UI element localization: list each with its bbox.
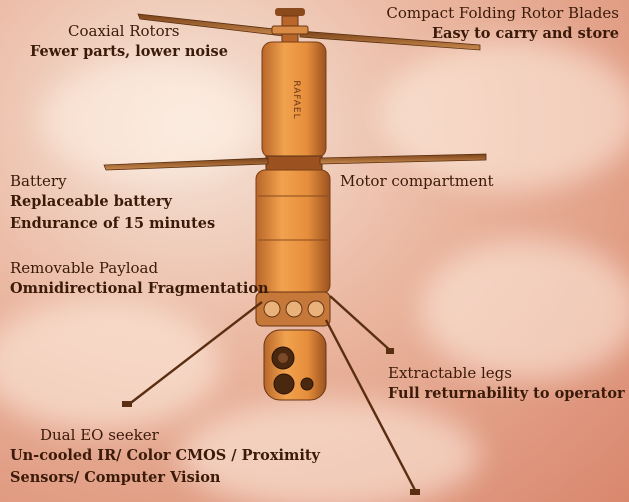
label-eo-seeker: Dual EO seeker Un-cooled IR/ Color CMOS … (10, 426, 320, 489)
cloud (380, 40, 629, 190)
cloud (180, 400, 480, 502)
label-extractable-legs: Extractable legs Full returnability to o… (388, 364, 625, 405)
cloud (0, 300, 220, 430)
middle-rotor-blade (103, 157, 269, 171)
label-title: Battery (10, 172, 67, 190)
label-detail: Fewer parts, lower noise (30, 43, 228, 60)
label-coaxial-rotors: Coaxial Rotors Fewer parts, lower noise (30, 22, 228, 63)
label-payload: Removable Payload Omnidirectional Fragme… (10, 259, 269, 300)
label-detail: Replaceable battery (10, 193, 172, 210)
label-detail: Full returnability to operator (388, 385, 625, 402)
label-title: Compact Folding Rotor Blades (386, 4, 619, 22)
logo-text: RAFAEL (291, 80, 301, 119)
label-title: Coaxial Rotors (68, 22, 180, 40)
label-motor-compartment: Motor compartment (340, 172, 494, 191)
leg (127, 301, 263, 406)
top-rotor-hub (271, 8, 309, 45)
middle-rotor-hub (265, 155, 323, 171)
middle-rotor-blade (319, 153, 487, 165)
label-detail: Un-cooled IR/ Color CMOS / Proximity (10, 447, 320, 464)
label-detail: Endurance of 15 minutes (10, 215, 216, 232)
leg (329, 295, 393, 353)
top-rotor-blade (299, 30, 481, 51)
label-battery: Battery Replaceable battery Endurance of… (10, 172, 215, 235)
leg (324, 319, 418, 493)
label-detail: Sensors/ Computer Vision (10, 469, 221, 486)
label-title: Dual EO seeker (40, 426, 159, 444)
cloud (420, 240, 629, 380)
label-title: Motor compartment (340, 172, 494, 190)
label-title: Removable Payload (10, 259, 159, 277)
label-detail: Easy to carry and store (432, 25, 619, 42)
label-title: Extractable legs (388, 364, 512, 382)
eo-seeker (263, 329, 327, 401)
label-folding-blades: Compact Folding Rotor Blades Easy to car… (386, 4, 619, 45)
label-detail: Omnidirectional Fragmentation (10, 280, 269, 297)
